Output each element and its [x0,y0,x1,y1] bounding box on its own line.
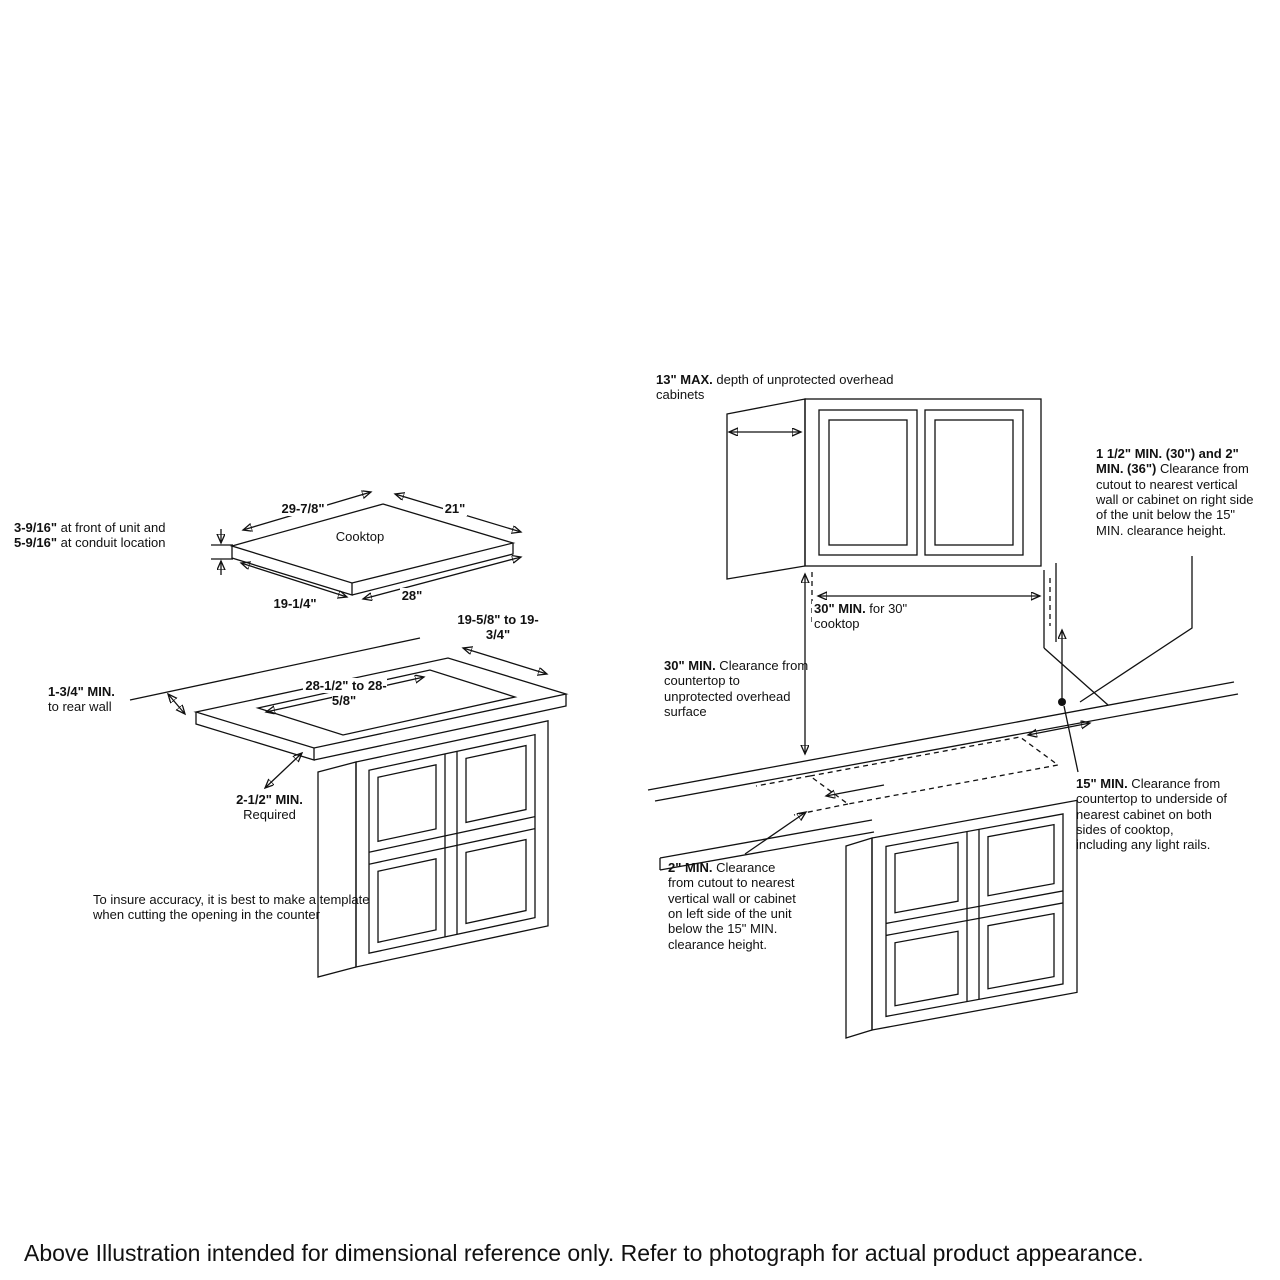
dim-cooktop-width-bottom: 28" [399,588,425,603]
front-clearance: 2-1/2" MIN. Required [212,792,327,823]
cooktop-label: Cooktop [335,529,385,544]
front-clearance-value: 2-1/2" MIN. [236,792,303,807]
cooktop-conduit-height-line: 5-9/16" at conduit location [14,535,166,551]
cooktop-front-height-line: 3-9/16" at front of unit and [14,520,166,535]
rear-wall-clearance-text: to rear wall [48,699,112,715]
side-height-clearance-note: 15" MIN. Clearance from countertop to un… [1076,776,1228,853]
counter-cutout-view [129,637,569,978]
cooktop-width-min-note: 30" MIN. for 30" cooktop [812,601,916,632]
cooktop-height-note: 3-9/16" at front of unit and 5-9/16" at … [14,520,219,551]
dim-cutout-depth: 19-5/8" to 19-3/4" [457,612,539,643]
dim-cooktop-depth-bottom: 19-1/4" [271,596,319,611]
rear-wall-clearance-value: 1-3/4" MIN. [48,684,115,699]
dim-cutout-width: 28-1/2" to 28-5/8" [303,678,387,709]
overhead-clearance-note: 30" MIN. Clearance from countertop to un… [664,658,809,719]
dim-cooktop-width-top: 29-7/8" [279,501,327,516]
front-clearance-text: Required [243,807,296,823]
dim-cooktop-depth-top: 21" [442,501,468,516]
right-side-clearance-note: 1 1/2" MIN. (30") and 2" MIN. (36") Clea… [1096,446,1254,538]
template-note: To insure accuracy, it is best to make a… [93,892,370,923]
reference-caption: Above Illustration intended for dimensio… [24,1240,1144,1266]
overhead-depth-note: 13" MAX. depth of unprotected overhead c… [656,372,894,403]
rear-wall-clearance: 1-3/4" MIN. to rear wall [48,684,163,715]
installation-side-view [647,398,1239,1039]
left-side-clearance-note: 2" MIN. Clearance from cutout to nearest… [668,860,796,952]
